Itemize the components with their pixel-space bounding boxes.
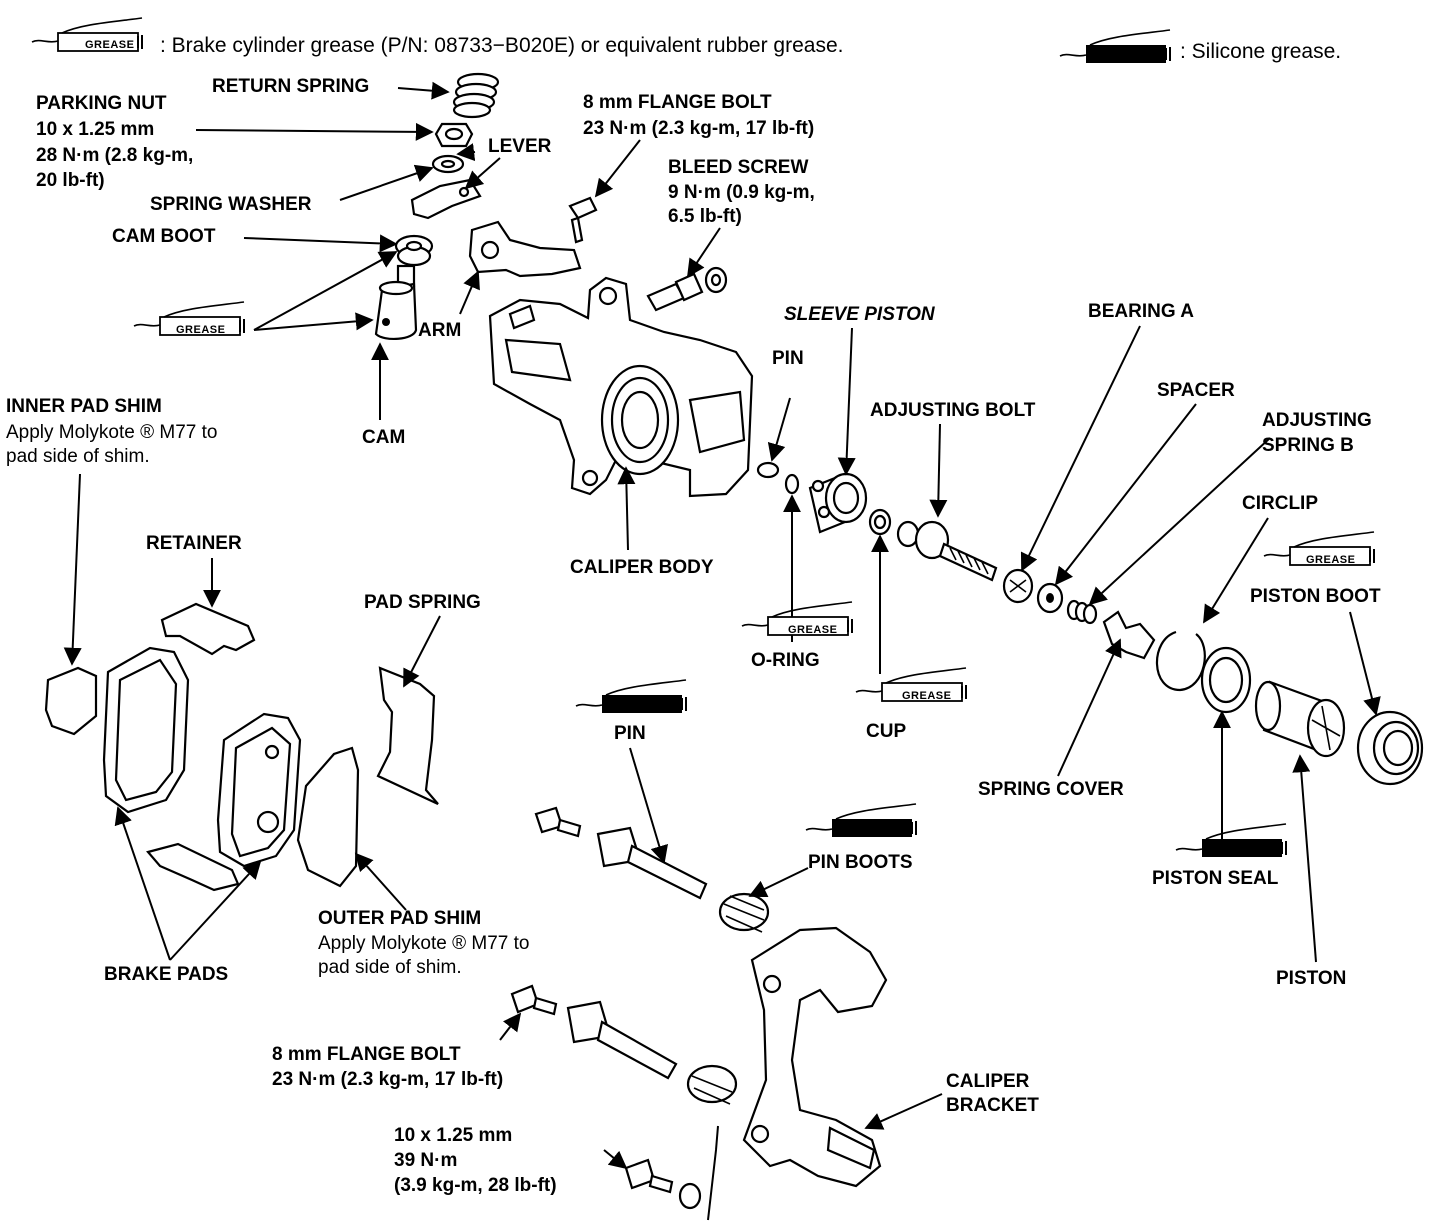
label-caliper-bracket: CALIPER [946, 1071, 1030, 1092]
label-spacer: SPACER [1157, 380, 1235, 401]
label-cam: CAM [362, 427, 405, 448]
label-inner-pad-shim-note: Apply Molykote ® M77 to [6, 422, 217, 443]
label-brake-pads: BRAKE PADS [104, 964, 228, 985]
label-outer-pad-shim-note: Apply Molykote ® M77 to [318, 933, 529, 954]
adjusting-bolt-part [896, 520, 998, 582]
label-parking-nut-size: 10 x 1.25 mm [36, 119, 154, 140]
label-pad-spring: PAD SPRING [364, 592, 481, 613]
o-ring-part [784, 473, 800, 495]
label-outer-pad-shim-note-2: pad side of shim. [318, 957, 462, 978]
flange-bolt-top-part [568, 196, 598, 244]
brake-pads-part [102, 646, 302, 868]
label-lever: LEVER [488, 136, 552, 157]
label-adjusting-spring-b: ADJUSTING [1262, 410, 1372, 431]
label-parking-nut-torque: 28 N·m (2.8 kg-m, [36, 145, 193, 166]
label-return-spring: RETURN SPRING [212, 76, 369, 97]
label-retainer: RETAINER [146, 533, 242, 554]
circlip-part [1155, 630, 1206, 692]
bleed-screw-part [646, 266, 728, 312]
arm-part [468, 220, 582, 278]
label-caliper-body: CALIPER BODY [570, 557, 714, 578]
label-bleed-screw-torque: 9 N·m (0.9 kg-m, [668, 182, 815, 203]
label-arm: ARM [418, 320, 461, 341]
return-spring-part [452, 72, 500, 119]
label-piston-boot: PISTON BOOT [1250, 586, 1381, 607]
parts-artwork [44, 72, 1424, 1210]
label-flange-bolt-bottom-torque: 23 N·m (2.3 kg-m, 17 lb-ft) [272, 1069, 503, 1090]
spring-cover-part [1102, 610, 1156, 660]
piston-boot-part [1356, 710, 1424, 786]
cam-boot-part [394, 234, 434, 267]
label-inner-pad-shim-note-2: pad side of shim. [6, 446, 150, 467]
legend-silicone-grease: GREASE : Silicone grease. [1059, 29, 1341, 64]
sleeve-piston-part [808, 472, 868, 534]
outer-pad-shim-part [296, 746, 360, 888]
label-cup: CUP [866, 721, 906, 742]
label-flange-bolt-bottom: 8 mm FLANGE BOLT [272, 1044, 461, 1065]
label-caliper-bracket-2: BRACKET [946, 1095, 1039, 1116]
label-spring-cover: SPRING COVER [978, 779, 1124, 800]
label-pin-top: PIN [772, 348, 804, 369]
label-outer-pad-shim: OUTER PAD SHIM [318, 908, 481, 929]
label-bracket-bolt-torque-2: (3.9 kg-m, 28 lb-ft) [394, 1175, 557, 1196]
label-adjusting-bolt: ADJUSTING BOLT [870, 400, 1036, 421]
bearing-a-part [1002, 568, 1034, 604]
grease-tag: GREASE [176, 324, 225, 336]
label-bleed-screw: BLEED SCREW [668, 157, 808, 178]
label-flange-bolt-top-torque: 23 N·m (2.3 kg-m, 17 lb-ft) [583, 118, 814, 139]
cam-part [374, 264, 418, 340]
parking-nut-part [434, 122, 474, 148]
inner-pad-shim-part [44, 666, 98, 736]
grease-tag: GREASE [1306, 554, 1355, 566]
pin-small-part [756, 461, 780, 479]
label-parking-nut: PARKING NUT [36, 93, 167, 114]
pin-and-bolts-part [510, 806, 770, 1210]
legend-brake-cylinder-grease: GREASE : Brake cylinder grease (P/N: 087… [31, 17, 843, 57]
grease-tag: GREASE [85, 39, 134, 51]
label-bearing-a: BEARING A [1088, 301, 1194, 322]
label-circlip: CIRCLIP [1242, 493, 1318, 514]
caliper-body-part [488, 276, 754, 498]
label-pin-boots: PIN BOOTS [808, 852, 913, 873]
legend-text: : Silicone grease. [1180, 40, 1341, 63]
label-o-ring: O-RING [751, 650, 820, 671]
piston-part [1254, 680, 1346, 758]
caliper-bracket-part [742, 926, 888, 1188]
label-bleed-screw-torque-2: 6.5 lb-ft) [668, 206, 742, 227]
label-adjusting-spring-b-2: SPRING B [1262, 435, 1354, 456]
label-spring-washer: SPRING WASHER [150, 194, 312, 215]
grease-tag: GREASE [624, 701, 673, 713]
label-bracket-bolt-torque: 39 N·m [394, 1150, 457, 1171]
part-labels: RETURN SPRING PARKING NUT 10 x 1.25 mm 2… [6, 76, 1381, 1196]
label-flange-bolt-top: 8 mm FLANGE BOLT [583, 92, 772, 113]
label-inner-pad-shim: INNER PAD SHIM [6, 396, 162, 417]
label-cam-boot: CAM BOOT [112, 226, 216, 247]
grease-symbols: GREASE GREASE GREASE GREASE GREASE GREAS… [133, 301, 1375, 858]
retainer-part [160, 602, 256, 656]
adjusting-spring-b-part [1066, 599, 1098, 625]
label-pin-mid: PIN [614, 723, 646, 744]
grease-tag: GREASE [854, 825, 903, 837]
grease-tag: GREASE [1108, 50, 1157, 62]
legend-text: : Brake cylinder grease (P/N: 08733−B020… [160, 34, 843, 57]
label-piston: PISTON [1276, 968, 1346, 989]
grease-tag: GREASE [902, 690, 951, 702]
piston-seal-part [1200, 646, 1252, 714]
label-bracket-bolt-size: 10 x 1.25 mm [394, 1125, 512, 1146]
grease-tag: GREASE [788, 624, 837, 636]
label-piston-seal: PISTON SEAL [1152, 868, 1279, 889]
label-parking-nut-torque-2: 20 lb-ft) [36, 170, 105, 191]
leader-lines [63, 81, 1381, 1221]
grease-tag: GREASE [1222, 845, 1271, 857]
pad-spring-part [376, 666, 439, 805]
label-sleeve-piston: SLEEVE PISTON [784, 304, 936, 325]
